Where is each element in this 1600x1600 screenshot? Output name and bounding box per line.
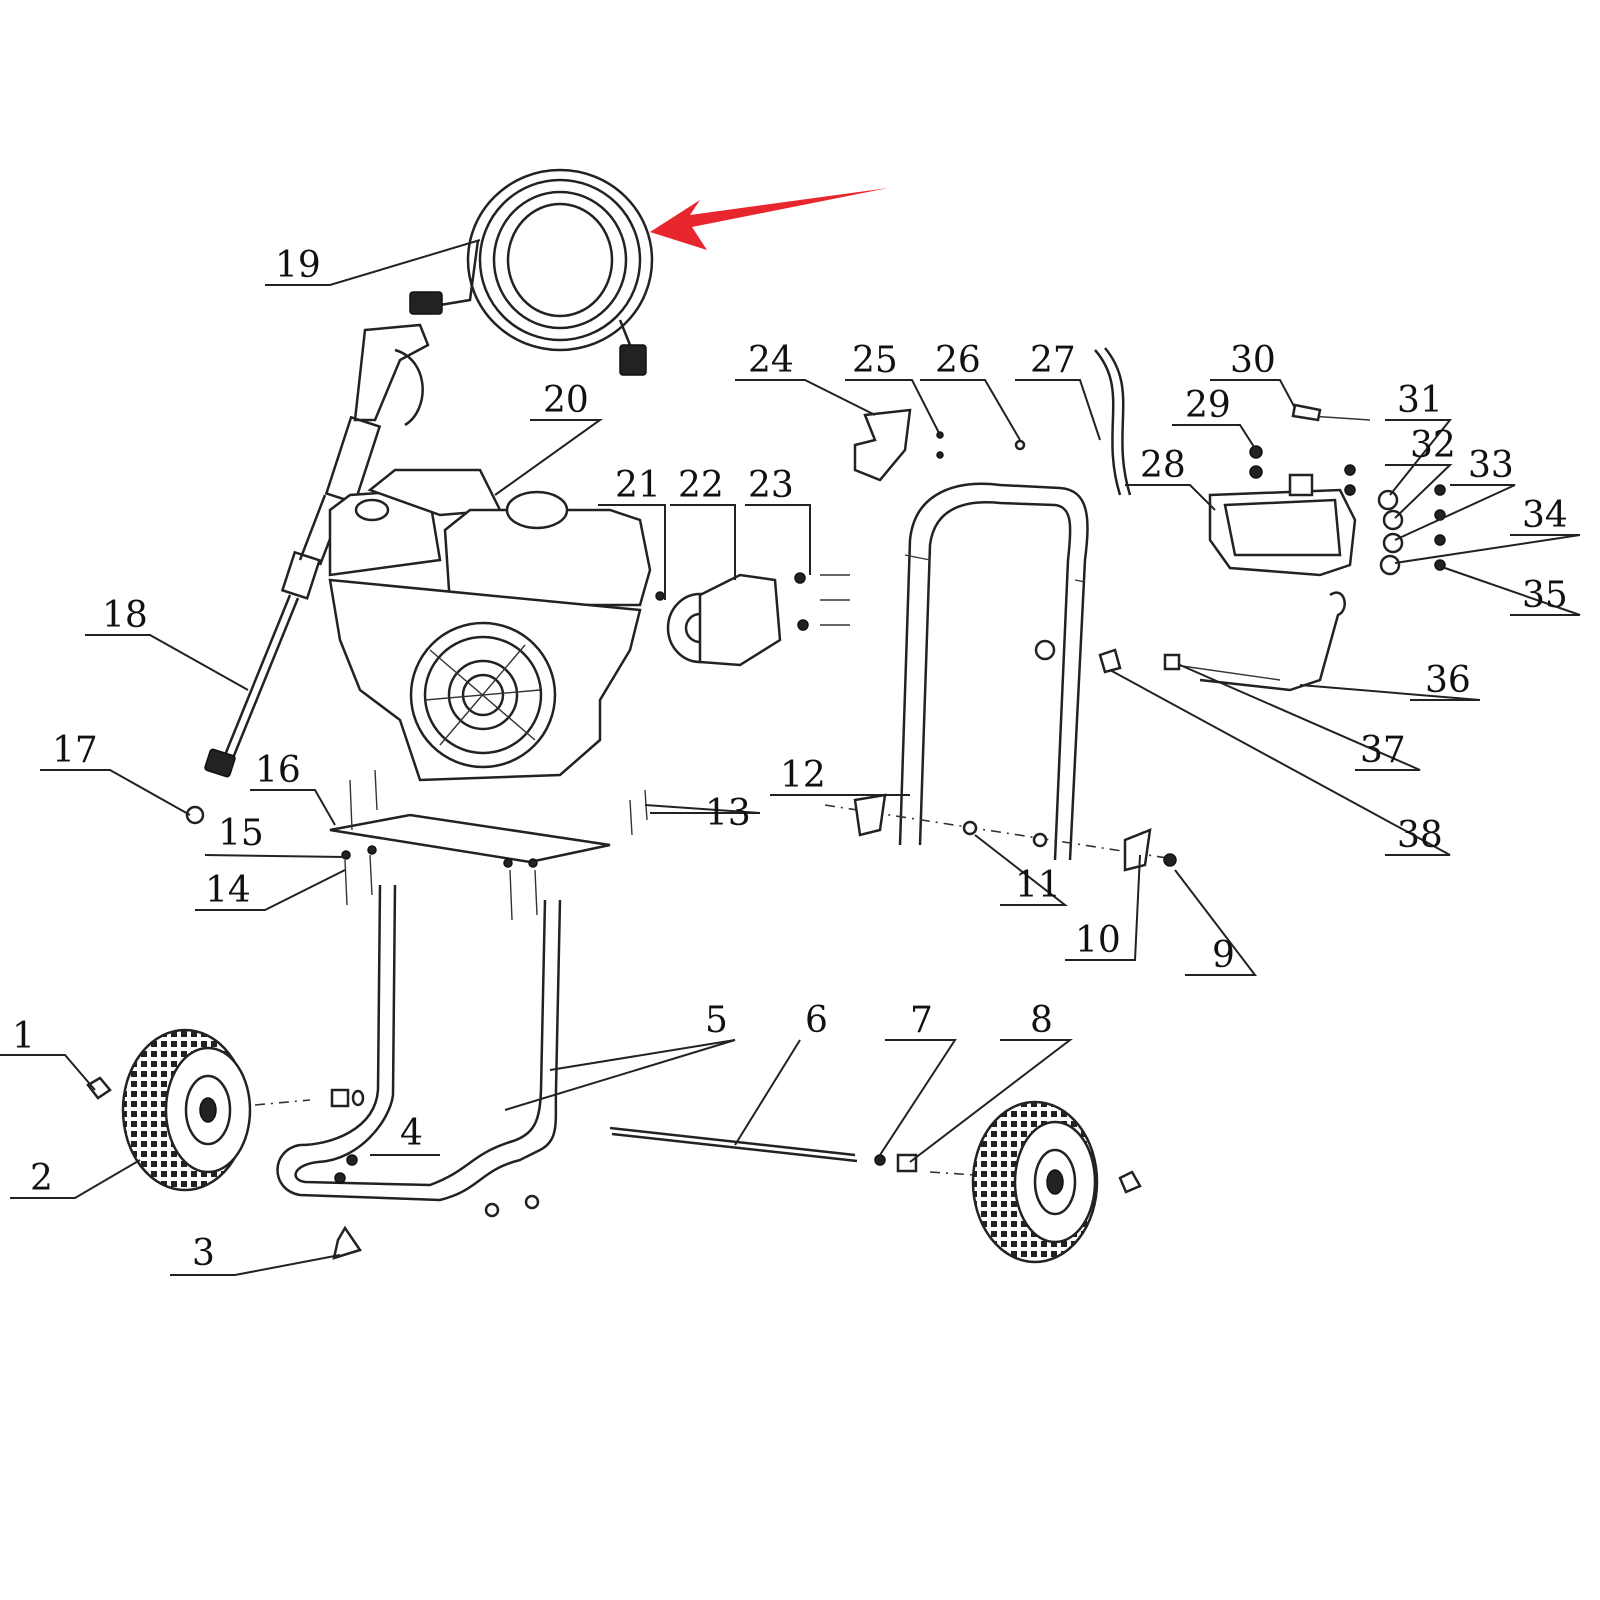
callout-14: 14 <box>205 870 251 911</box>
callout-34: 34 <box>1522 495 1568 536</box>
callout-5: 5 <box>705 1000 728 1041</box>
callout-29: 29 <box>1185 385 1231 426</box>
callout-28: 28 <box>1140 445 1186 486</box>
box-part <box>1208 403 1446 577</box>
callout-11: 11 <box>1015 865 1061 906</box>
engine-part <box>328 468 652 782</box>
callout-27: 27 <box>1030 340 1076 381</box>
base-plate-part <box>185 769 648 921</box>
callout-numbers: 1 2 3 4 5 6 7 8 9 10 11 12 13 14 15 16 1… <box>12 245 1568 1274</box>
callout-37: 37 <box>1360 730 1406 771</box>
callout-4: 4 <box>400 1113 423 1154</box>
callout-7: 7 <box>910 1000 933 1041</box>
callout-35: 35 <box>1522 575 1568 616</box>
callout-38: 38 <box>1397 815 1443 856</box>
spray-gun-part <box>204 323 430 778</box>
callout-6: 6 <box>805 1000 828 1041</box>
callout-24: 24 <box>748 340 794 381</box>
callout-20: 20 <box>543 380 589 421</box>
right-wheel-part <box>929 1100 1142 1264</box>
callout-16: 16 <box>255 750 301 791</box>
pump-part <box>655 572 850 667</box>
callout-10: 10 <box>1075 920 1121 961</box>
lower-frame-part <box>276 884 562 1260</box>
inlet-hose-part <box>1094 347 1132 496</box>
hose-coil-part <box>409 168 654 376</box>
lever-rod-part <box>1034 591 1346 692</box>
axle-part <box>609 1126 918 1173</box>
handle-hardware-part <box>824 793 1181 872</box>
callout-2: 2 <box>30 1158 53 1199</box>
callout-26: 26 <box>935 340 981 381</box>
callout-18: 18 <box>102 595 148 636</box>
callout-33: 33 <box>1468 445 1514 486</box>
callout-13: 13 <box>705 793 751 834</box>
gun-holder-part <box>853 408 1026 482</box>
callout-3: 3 <box>192 1233 215 1274</box>
callout-8: 8 <box>1030 1000 1053 1041</box>
callout-30: 30 <box>1230 340 1276 381</box>
callout-17: 17 <box>52 730 98 771</box>
callout-12: 12 <box>780 755 826 796</box>
handle-frame-part <box>898 482 1089 861</box>
callout-32: 32 <box>1410 425 1456 466</box>
callout-31: 31 <box>1397 380 1443 421</box>
left-wheel-part <box>86 1028 311 1192</box>
callout-22: 22 <box>678 465 724 506</box>
callout-15: 15 <box>218 813 264 854</box>
callout-21: 21 <box>615 465 661 506</box>
leader-lines <box>0 239 1581 1276</box>
highlight-arrow <box>650 188 888 250</box>
callout-9: 9 <box>1212 935 1235 976</box>
callout-23: 23 <box>748 465 794 506</box>
callout-25: 25 <box>852 340 898 381</box>
callout-36: 36 <box>1425 660 1471 701</box>
callout-19: 19 <box>275 245 321 286</box>
callout-1: 1 <box>12 1016 35 1057</box>
